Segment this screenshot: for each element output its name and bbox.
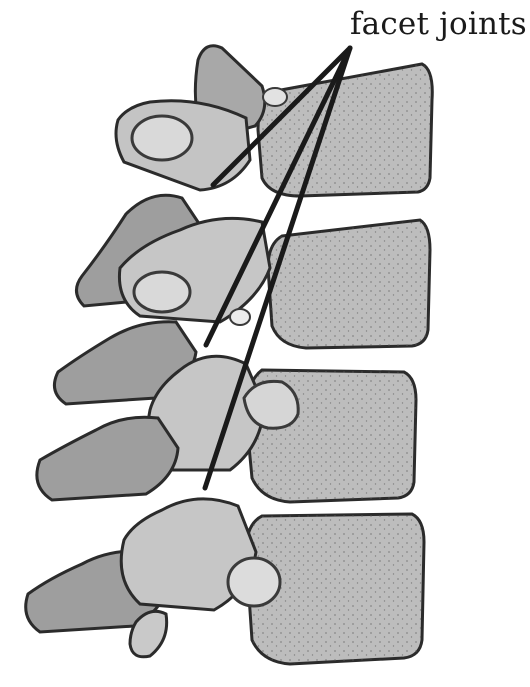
facet-surface-1: [132, 116, 192, 160]
facet-joints-label: facet joints: [350, 6, 527, 42]
spinous-process-4: [37, 417, 178, 500]
pedicle-4: [228, 558, 280, 606]
vertebra-2: [76, 195, 430, 348]
facet-surface-2: [134, 272, 190, 312]
